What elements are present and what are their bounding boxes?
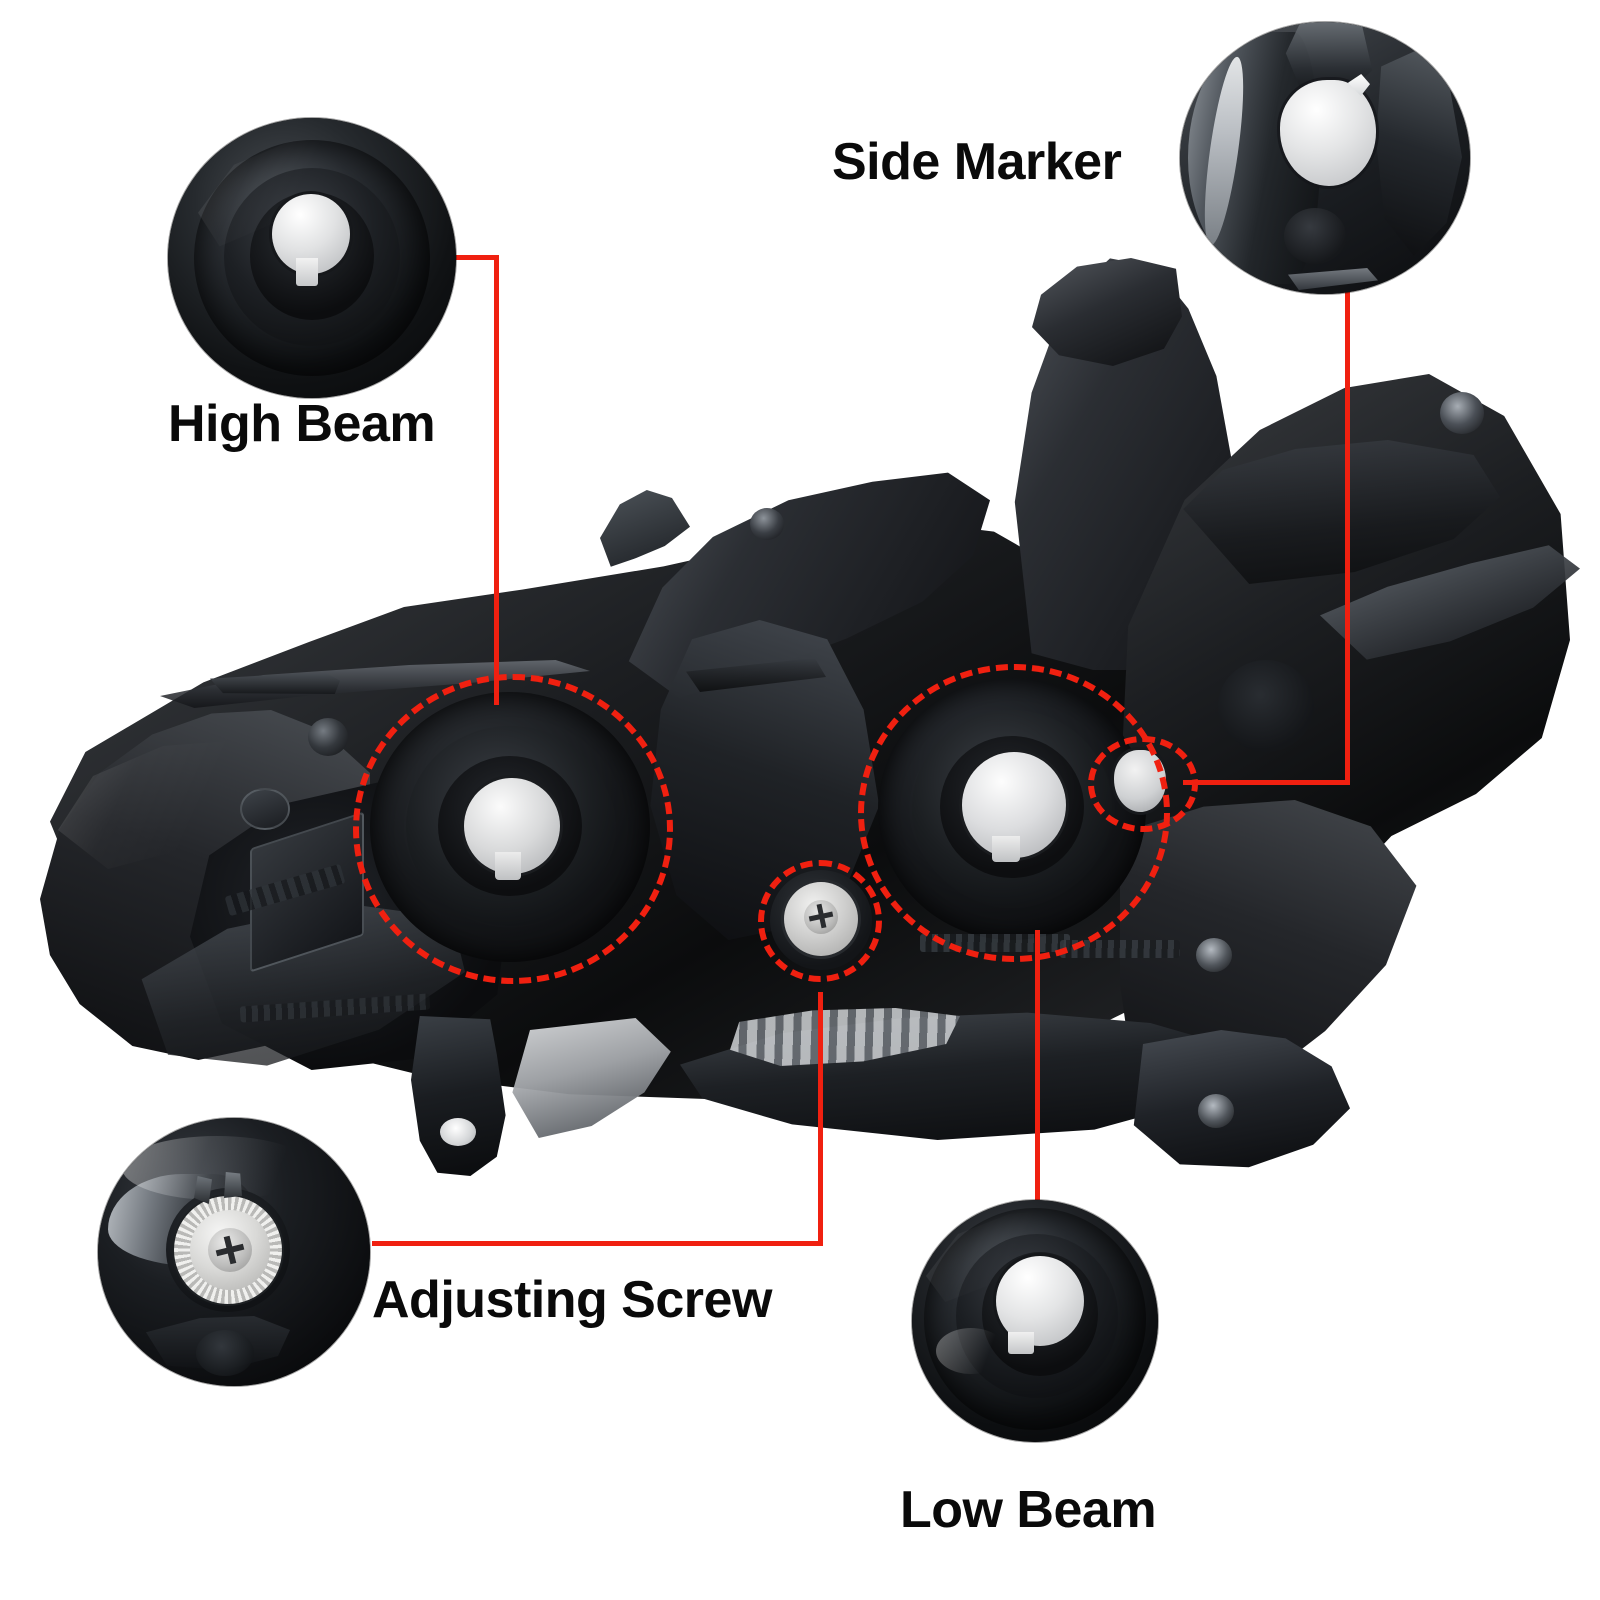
high-beam-leader-vertical [494,255,499,705]
adjusting-screw-inset-lower-boss [196,1330,254,1376]
molding-mark-right [1060,940,1180,958]
lower-right-bracket-screw [1198,1094,1234,1128]
housing-screw-left [308,718,348,756]
side-marker-inset-image [1180,22,1470,294]
side-marker-leader-vertical [1345,292,1350,785]
adjusting-screw-leader-vertical [818,992,823,1246]
high-beam-inset-cap-notch [296,258,318,286]
low-beam-inset-image [912,1200,1158,1442]
low-beam-inset-lower-gloss [936,1328,1006,1374]
low-beam-inset [912,1200,1158,1442]
low-beam-callout-label: Low Beam [900,1481,1157,1539]
housing-upper-hook [600,490,690,567]
adjusting-screw-leader-horizontal [372,1241,823,1246]
low-beam-inset-bulb-cap [996,1256,1084,1346]
housing-boss-circle [240,788,290,830]
high-beam-inset-image [168,118,456,398]
housing-upper-arm-screw [750,508,784,540]
side-marker-inset-socket-cap [1280,80,1376,186]
side-marker-dashed-marker [1088,736,1198,832]
side-marker-inset-rib-right [1376,50,1462,256]
low-beam-leader-vertical [1035,930,1040,1200]
mid-right-screw [1196,938,1232,972]
bottom-mount-tab-left [411,1016,506,1176]
high-beam-callout-label: High Beam [168,395,436,453]
high-beam-inset [168,118,456,398]
side-marker-inset [1180,22,1470,294]
lower-right-bracket [1133,1030,1350,1168]
adjusting-screw-inset-image [98,1118,370,1386]
low-beam-inset-cap-notch [1008,1332,1034,1354]
headlight-assembly-image [40,240,1580,1176]
side-marker-callout-label: Side Marker [832,133,1122,191]
side-marker-leader-horizontal [1183,780,1350,785]
high-beam-leader-horizontal [451,255,499,260]
connector-plug-block [1032,258,1182,366]
adjusting-screw-callout-label: Adjusting Screw [372,1271,772,1329]
adjusting-screw-inset [98,1118,370,1386]
bottom-mount-tab-hole [440,1118,476,1146]
adjusting-screw-inset-clip-tab-b [224,1172,242,1198]
housing-right-wing-screw [1440,392,1484,434]
adjusting-screw-dashed-marker [758,860,882,982]
side-marker-inset-lower-boss [1284,208,1346,264]
housing-right-wing-boss [1218,660,1314,752]
housing-flat-tab-left [210,672,340,694]
adjusting-screw-inset-clip-tab-a [194,1176,212,1204]
high-beam-dashed-marker [353,674,673,984]
